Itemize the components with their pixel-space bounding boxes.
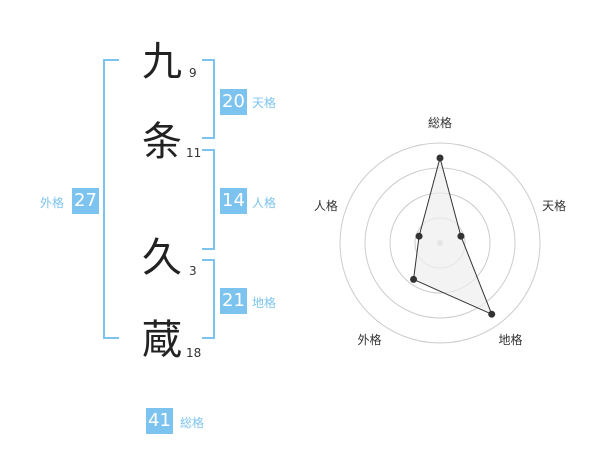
radar-axis-label: 総格 [428, 115, 452, 130]
gaikaku-bracket [103, 59, 119, 339]
radar-data-point [436, 154, 444, 162]
chikaku-label: 地格 [252, 296, 277, 310]
soukaku-value: 41 [146, 408, 173, 434]
radar-grid-ring [339, 142, 541, 344]
chikaku-value: 21 [220, 288, 247, 314]
jinkaku-value: 14 [220, 188, 247, 214]
radar-axis-label: 地格 [499, 332, 523, 347]
jinkaku-label: 人格 [252, 196, 277, 210]
radar-data-point [415, 232, 423, 240]
gaikaku-label: 外格 [40, 196, 65, 210]
radar-data-point [457, 232, 465, 240]
tenkaku-label: 天格 [252, 96, 277, 110]
radar-axis-label: 天格 [542, 198, 566, 213]
radar-data-polygon [413, 156, 493, 316]
radar-data-point [488, 310, 496, 318]
radar-axis-label: 人格 [314, 198, 338, 213]
stroke-count-2: 11 [186, 146, 202, 160]
stroke-count-1: 9 [189, 66, 197, 80]
gaikaku-value: 27 [72, 188, 99, 214]
name-char-1: 九 [142, 39, 182, 85]
jinkaku-bracket [202, 149, 215, 250]
soukaku-label: 総格 [180, 416, 205, 430]
stroke-count-4: 18 [186, 346, 202, 360]
stroke-count-3: 3 [189, 264, 197, 278]
name-char-4: 蔵 [142, 317, 182, 363]
radar-data-point [410, 275, 418, 283]
tenkaku-bracket [202, 59, 215, 139]
tenkaku-value: 20 [220, 89, 247, 115]
chikaku-bracket [202, 259, 215, 339]
name-char-3: 久 [142, 235, 182, 281]
radar-axis-label: 外格 [357, 332, 381, 347]
name-char-2: 条 [142, 119, 182, 165]
